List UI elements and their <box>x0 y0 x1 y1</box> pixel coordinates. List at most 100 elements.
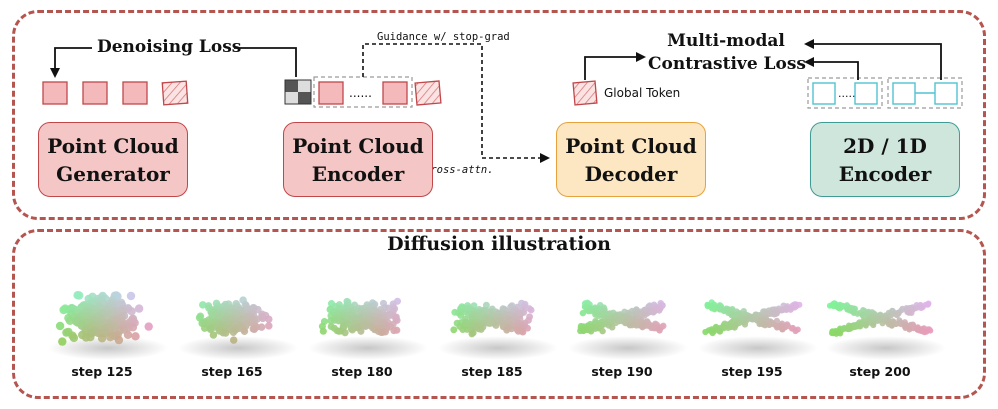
step-label: step 185 <box>461 364 523 379</box>
cloud-shadow <box>308 336 428 360</box>
step-label: step 125 <box>71 364 133 379</box>
diffusion-title: Diffusion illustration <box>387 233 611 255</box>
guidance-label: Guidance w/ stop-grad <box>377 31 510 43</box>
point <box>888 322 895 329</box>
point <box>792 327 799 335</box>
point <box>595 312 602 320</box>
point <box>833 330 840 337</box>
point-cloud-step-4 <box>568 299 688 360</box>
point <box>81 333 91 342</box>
point <box>341 329 349 337</box>
modal-encoder-line2: Encoder <box>838 161 932 186</box>
point <box>762 322 769 329</box>
decoder-line1: Point Cloud <box>565 133 697 158</box>
point <box>126 291 136 301</box>
point <box>128 323 138 332</box>
encoder-line1: Point Cloud <box>292 133 424 158</box>
point-cloud-step-1 <box>178 296 298 360</box>
mask-token <box>284 79 312 105</box>
generator-token <box>122 81 148 105</box>
point <box>265 322 273 330</box>
point <box>357 327 365 335</box>
point-cloud-step-6 <box>826 300 946 360</box>
modal-token <box>854 82 878 105</box>
training-pipeline-frame <box>12 10 986 220</box>
cloud-shadow <box>568 336 688 360</box>
point <box>579 309 587 317</box>
point <box>75 291 84 300</box>
point <box>924 301 931 308</box>
point <box>348 326 356 334</box>
point <box>390 327 398 335</box>
point <box>527 306 535 314</box>
point <box>908 310 915 316</box>
cloud-shadow <box>698 336 818 360</box>
point <box>641 312 648 319</box>
point <box>836 305 843 312</box>
point <box>206 325 215 333</box>
point <box>503 326 511 334</box>
point <box>377 328 385 337</box>
point <box>870 322 877 329</box>
cloud-shadow <box>178 336 298 360</box>
point <box>862 322 869 329</box>
diffusion-illustration-frame <box>12 229 986 399</box>
contrastive-loss-line1: Multi-modal <box>667 31 785 51</box>
point <box>123 330 133 339</box>
cross-attn-label: cross-attn. <box>424 164 494 176</box>
point <box>656 327 663 334</box>
point <box>259 314 267 323</box>
modal-token-group-box <box>887 77 963 109</box>
point <box>362 322 370 331</box>
modal-encoder-block: 2D / 1D Encoder <box>810 122 960 197</box>
global-token-label: Global Token <box>604 86 681 100</box>
point <box>587 328 595 335</box>
step-label: step 180 <box>331 364 393 379</box>
point <box>144 322 153 331</box>
point <box>459 326 467 334</box>
point <box>879 320 886 327</box>
point <box>854 310 861 317</box>
point <box>608 324 616 331</box>
point <box>702 328 709 336</box>
point <box>585 307 592 315</box>
point <box>199 301 207 309</box>
point <box>229 328 238 336</box>
generator-token <box>42 81 68 105</box>
guidance-arrow <box>362 43 550 163</box>
ellipsis: ...... <box>349 86 372 100</box>
generator-line2: Generator <box>56 161 170 186</box>
point <box>711 306 718 313</box>
modal-encoder-line1: 2D / 1D <box>843 133 927 158</box>
point <box>859 312 866 319</box>
point <box>127 307 136 316</box>
point <box>779 326 786 333</box>
point <box>257 323 266 331</box>
point <box>845 326 852 333</box>
step-label: step 190 <box>591 364 653 379</box>
encoder-token <box>382 81 408 105</box>
generator-global-token <box>161 80 189 106</box>
point <box>59 305 68 315</box>
step-label: step 195 <box>721 364 783 379</box>
modal-token <box>934 82 958 105</box>
point <box>200 324 209 332</box>
point <box>240 327 249 335</box>
generator-line1: Point Cloud <box>47 133 179 158</box>
point <box>599 327 606 335</box>
point <box>774 324 781 331</box>
point <box>655 307 663 314</box>
denoising-loss-arrow <box>55 47 297 77</box>
point <box>97 334 107 343</box>
encoder-global-token <box>414 80 442 106</box>
ellipsis: ..... <box>838 87 855 100</box>
modal-to-loss-arrow-2 <box>804 39 942 80</box>
point <box>106 333 115 342</box>
point <box>69 333 79 343</box>
encoder-line2: Encoder <box>311 161 405 186</box>
point <box>921 329 928 336</box>
point <box>384 304 392 312</box>
point <box>221 329 230 337</box>
